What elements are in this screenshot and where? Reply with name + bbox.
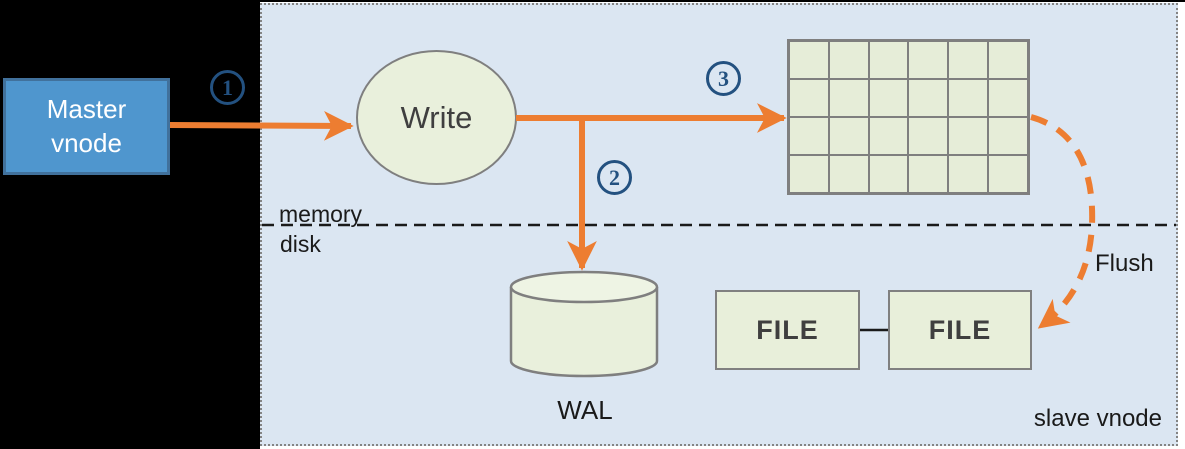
- write-ellipse: Write: [356, 50, 517, 185]
- memtable-cell: [789, 41, 829, 79]
- memtable-grid: [787, 39, 1030, 195]
- file-box-2: FILE: [888, 290, 1032, 370]
- memtable-cell: [828, 41, 869, 79]
- memory-label: memory: [279, 201, 363, 227]
- memtable-cell: [789, 117, 829, 155]
- memtable-cell: [948, 155, 989, 193]
- wal-cylinder: [509, 270, 659, 378]
- step-1-badge: 1: [210, 70, 245, 105]
- memtable-cell: [908, 79, 949, 117]
- memtable-cell: [789, 155, 829, 193]
- memtable-cell: [948, 117, 989, 155]
- slave-vnode-label: slave vnode: [1033, 405, 1162, 432]
- memtable-cell: [988, 79, 1028, 117]
- memtable-cell: [828, 155, 869, 193]
- memtable-cell: [948, 79, 989, 117]
- step-2-badge: 2: [597, 160, 632, 195]
- memtable-cell: [948, 41, 989, 79]
- step-3-badge: 3: [706, 61, 741, 96]
- memtable-cell: [868, 117, 909, 155]
- left-backdrop: [0, 0, 260, 449]
- master-vnode-box: Master vnode: [3, 78, 170, 175]
- wal-label: WAL: [557, 395, 613, 425]
- memtable-cell: [988, 155, 1028, 193]
- memtable-cell: [828, 79, 869, 117]
- memtable-cell: [828, 117, 869, 155]
- memtable-cell: [908, 41, 949, 79]
- flush-label: Flush: [1095, 250, 1154, 277]
- disk-label: disk: [280, 231, 321, 257]
- memtable-cell: [988, 41, 1028, 79]
- memtable-cell: [908, 117, 949, 155]
- memtable-cell: [988, 117, 1028, 155]
- memtable-cell: [789, 79, 829, 117]
- memtable-cell: [868, 155, 909, 193]
- memtable-cell: [908, 155, 949, 193]
- top-edge-strip: [0, 0, 1185, 2]
- memtable-cell: [868, 79, 909, 117]
- file-box-1: FILE: [715, 290, 860, 370]
- memtable-cell: [868, 41, 909, 79]
